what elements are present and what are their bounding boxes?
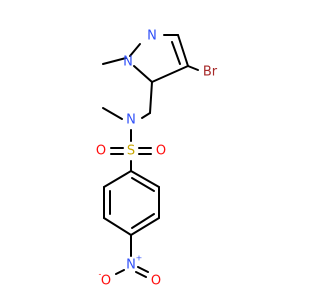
bond-pyrazole-n1-n2 bbox=[129, 43, 141, 57]
atom-oxygen-nitro-left: O bbox=[101, 274, 111, 289]
bond-lines bbox=[102, 34, 199, 278]
atom-n-pyrazole-2: N bbox=[147, 29, 157, 44]
bond-methylene-n bbox=[141, 112, 151, 119]
atom-oxygen-left: O bbox=[96, 144, 106, 159]
bond-nitro-oxygen-right-2 bbox=[135, 271, 147, 278]
bond-pyrazole-c3-c4 bbox=[177, 34, 189, 67]
bond-n-methyl bbox=[102, 107, 123, 120]
bond-nitro-oxygen-right-1 bbox=[137, 266, 149, 273]
atom-labels: N N Br N S O O N + O - O bbox=[96, 29, 218, 289]
atom-bromine: Br bbox=[203, 65, 218, 80]
molecule-structure-diagram: N N Br N S O O N + O - O bbox=[96, 29, 218, 289]
bond-benzene-3-4 bbox=[130, 217, 160, 236]
atom-oxygen-right: O bbox=[156, 144, 166, 159]
bond-c4-bromine bbox=[187, 65, 199, 71]
nitro-positive-charge: + bbox=[136, 254, 143, 263]
nitro-negative-charge: - bbox=[99, 270, 102, 279]
bond-nitro-oxygen-left bbox=[115, 269, 125, 275]
bond-benzene-6-1 bbox=[103, 170, 132, 188]
bond-c5-methylene bbox=[149, 81, 153, 114]
bond-n1-methyl bbox=[102, 57, 127, 65]
bond-benzene-1-2 bbox=[130, 170, 160, 188]
bond-pyrazole-c5-n1 bbox=[133, 65, 153, 83]
atom-n-nitro: N bbox=[126, 258, 136, 273]
bond-benzene-3-4-inner bbox=[131, 213, 155, 229]
bond-pyrazole-c4-c5 bbox=[151, 65, 189, 83]
bond-benzene-1-2-inner bbox=[131, 177, 155, 192]
bond-benzene-4-5 bbox=[103, 217, 132, 236]
atom-n-sulfonamide: N bbox=[126, 113, 136, 128]
bond-pyrazole-c3-c4-inner bbox=[171, 41, 181, 65]
atom-sulfur: S bbox=[127, 144, 135, 159]
atom-n-pyrazole-1: N bbox=[123, 55, 133, 70]
atom-oxygen-nitro-right: O bbox=[151, 274, 161, 289]
